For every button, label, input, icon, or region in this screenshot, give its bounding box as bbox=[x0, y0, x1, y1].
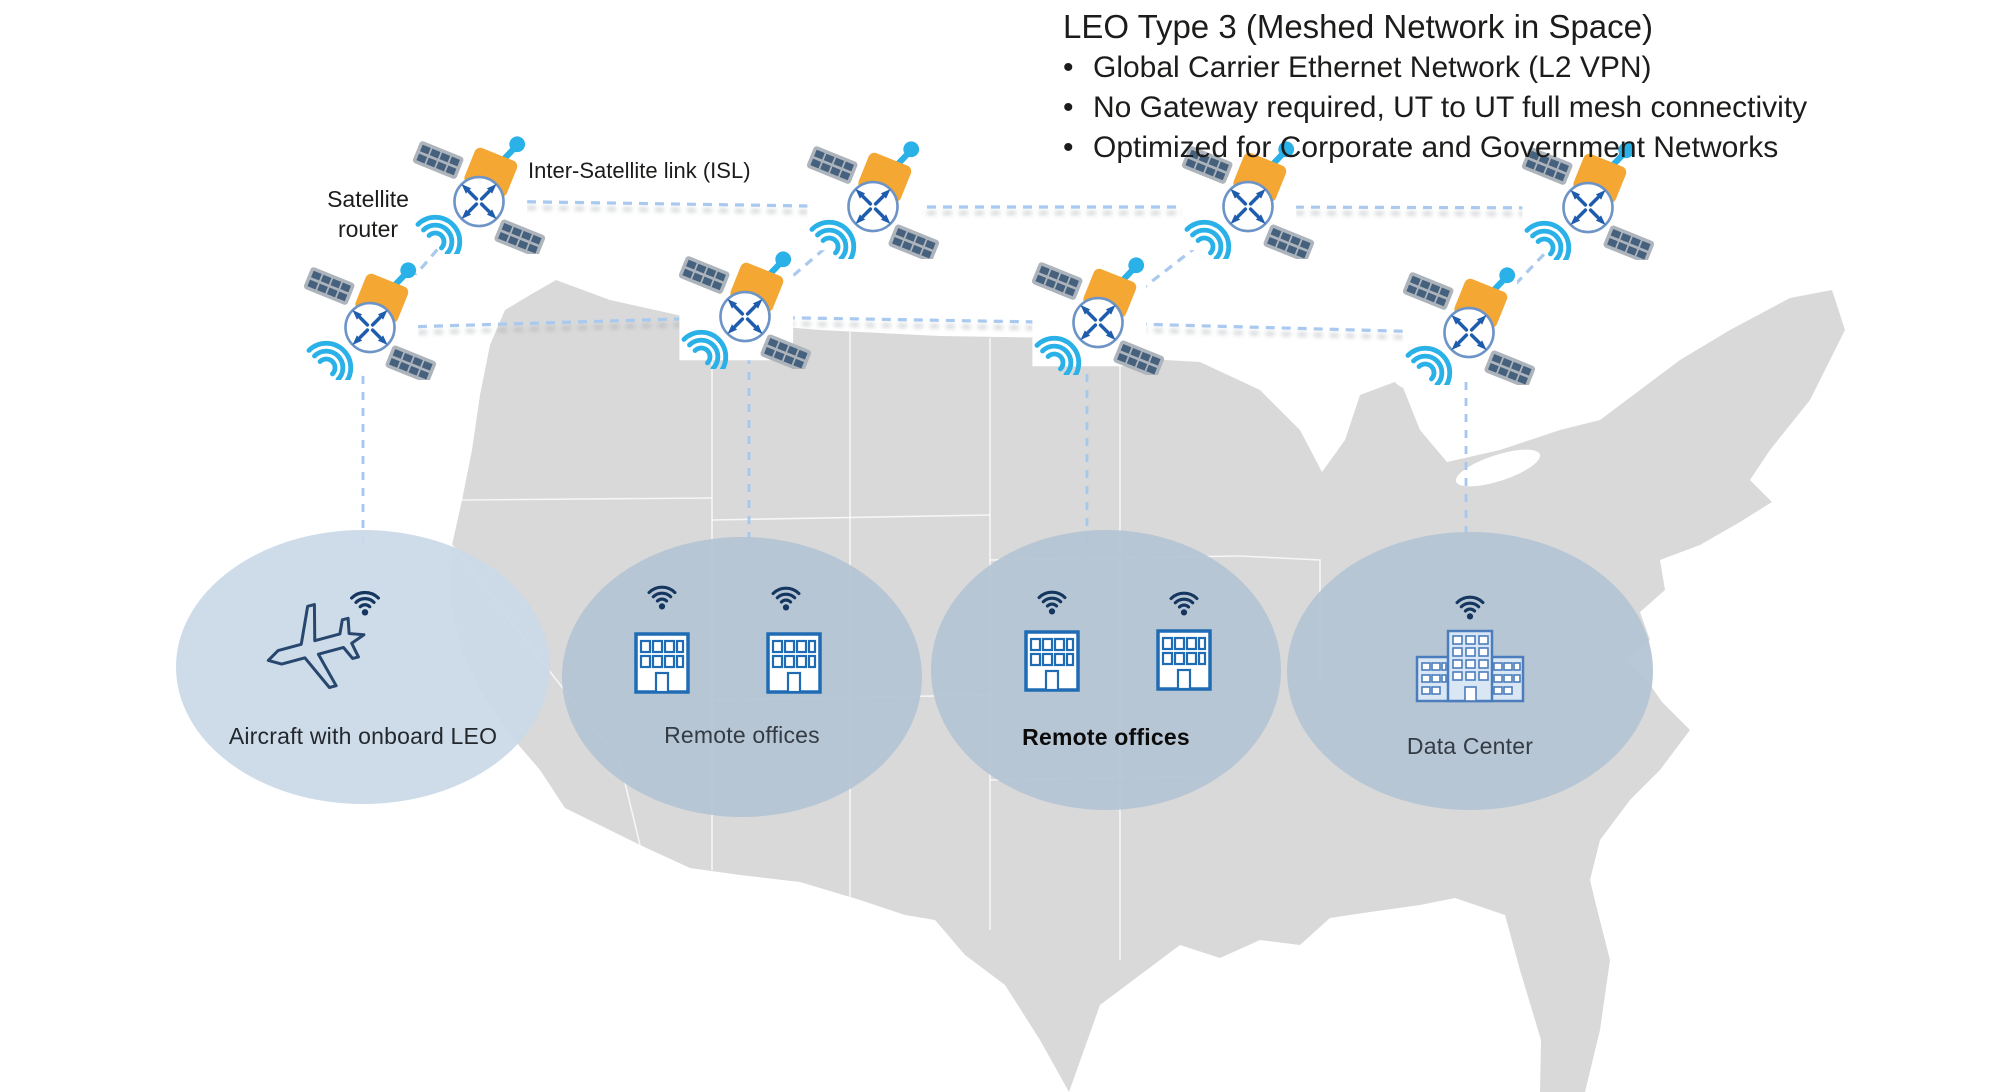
title-block: LEO Type 3 (Meshed Network in Space) • G… bbox=[1063, 6, 1983, 168]
bullet-text: No Gateway required, UT to UT full mesh … bbox=[1093, 91, 1808, 124]
isl-link-diagonal-4 bbox=[1467, 206, 1590, 335]
bullet-item: • Optimized for Corporate and Government… bbox=[1063, 128, 1983, 168]
satellite-router-icon bbox=[675, 229, 815, 369]
wifi-icon bbox=[764, 578, 808, 613]
bullet-glyph: • bbox=[1063, 91, 1074, 124]
office-building-icon bbox=[1156, 629, 1212, 691]
satellite-router-icon bbox=[1028, 235, 1168, 375]
site-label-aircraft: Aircraft with onboard LEO bbox=[228, 723, 498, 749]
office-building-icon bbox=[766, 632, 822, 694]
bullet-glyph: • bbox=[1063, 51, 1074, 84]
satellite-router-label: Satellite router bbox=[283, 184, 453, 244]
isl-row1-shadow bbox=[478, 205, 1589, 216]
isl-label: Inter-Satellite link (ISL) bbox=[528, 158, 751, 183]
diagram-title: LEO Type 3 (Meshed Network in Space) bbox=[1063, 8, 1654, 45]
site-ellipse-remote-offices-east bbox=[931, 530, 1281, 810]
satellite-router-icon bbox=[1399, 245, 1539, 385]
satellite-router-icon bbox=[803, 119, 943, 259]
satellite-router-label-line2: router bbox=[337, 216, 399, 242]
isl-row2-shadow bbox=[369, 320, 1470, 341]
wifi-icon bbox=[342, 582, 388, 618]
wifi-icon bbox=[1448, 587, 1492, 622]
satellite-router-icon bbox=[300, 240, 440, 380]
isl-link-diagonal-2 bbox=[743, 205, 875, 319]
isl-link-row2 bbox=[369, 315, 1470, 335]
bullet-item: • Global Carrier Ethernet Network (L2 VP… bbox=[1063, 48, 1983, 88]
office-building-icon bbox=[1024, 630, 1080, 692]
satellite-router-label-line1: Satellite bbox=[327, 186, 409, 212]
site-ellipse-aircraft bbox=[176, 530, 550, 804]
isl-link-diagonal-1 bbox=[368, 199, 481, 330]
site-ellipse-remote-offices-west bbox=[562, 537, 922, 817]
site-label-remote-offices-west: Remote offices bbox=[664, 722, 820, 748]
wifi-icon bbox=[1162, 583, 1206, 618]
wifi-icon bbox=[1030, 582, 1074, 617]
bullet-text: Optimized for Corporate and Government N… bbox=[1093, 131, 1779, 164]
data-center-icon bbox=[1415, 629, 1525, 703]
bullet-glyph: • bbox=[1063, 131, 1074, 164]
wifi-icon bbox=[640, 577, 684, 612]
office-building-icon bbox=[634, 632, 690, 694]
isl-link-row1 bbox=[478, 199, 1589, 210]
bullet-text: Global Carrier Ethernet Network (L2 VPN) bbox=[1093, 51, 1652, 84]
site-label-data-center: Data Center bbox=[1406, 733, 1534, 759]
bullet-item: • No Gateway required, UT to UT full mes… bbox=[1063, 88, 1983, 128]
site-label-remote-offices-east: Remote offices bbox=[1022, 724, 1190, 750]
